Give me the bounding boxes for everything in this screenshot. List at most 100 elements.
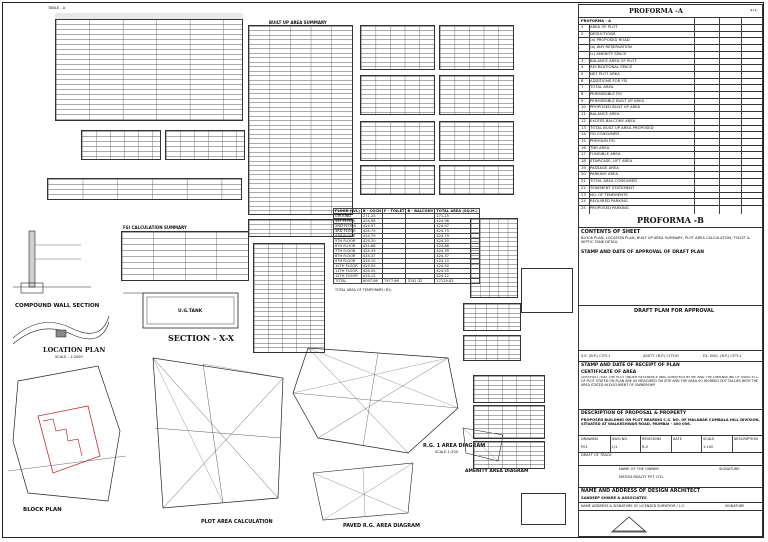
proforma-a-row-text: REQUIRED PARKING — [590, 198, 628, 204]
proforma-a-row: 12 EXCESS BALCONY AREA — [579, 117, 762, 123]
proforma-a-row: (c) AMENITY SPACE — [579, 50, 762, 56]
ug-tank-label: U.G.TANK — [178, 309, 203, 314]
drawing-col-line — [701, 436, 702, 452]
proforma-a-row-no: 14 — [581, 131, 586, 137]
section-title: SECTION - X-X — [168, 333, 234, 343]
certificate-title: CERTIFICATE OF AREA — [581, 370, 637, 375]
proforma-a-row: 14 FSI CONSUMED — [579, 131, 762, 136]
drawing-col-header: DRAWING — [581, 437, 599, 441]
divider-arch — [579, 487, 762, 488]
area-table-8 — [439, 165, 514, 195]
proforma-a-row-text: (c) AMENITY SPACE — [590, 50, 627, 56]
proforma-a-row-no: 2 — [581, 30, 584, 36]
coordinates-table — [253, 243, 325, 353]
stamp-approval-title: STAMP AND DATE OF APPROVAL OF DRAFT PLAN — [581, 250, 704, 255]
proforma-a-row: 3 BALANCE AREA OF PLOT — [579, 57, 762, 63]
block-plan-title: BLOCK PLAN — [23, 507, 62, 513]
fsi-calc-table — [121, 231, 249, 281]
proforma-a-row-no: 17 — [581, 151, 586, 157]
proforma-a-row-no: 12 — [581, 117, 586, 123]
surveyor-signature: SIGNATURE — [725, 504, 745, 508]
area-table-1 — [360, 25, 435, 70]
certificate-text: CERTIFIED THAT THE PLOT UNDER REFERENCE … — [581, 376, 759, 387]
owner-col-label: NAME OF THE OWNER — [619, 467, 659, 471]
proforma-a-row: (a) PROPOSED ROAD — [579, 37, 762, 42]
drawing-col-value: P01 — [581, 445, 588, 449]
proforma-a-row-no: 5 — [581, 70, 584, 76]
divider-b — [579, 227, 762, 228]
compound-wall-drawing — [13, 230, 91, 294]
proforma-a-row-no: 23 — [581, 191, 586, 197]
proforma-a-row: 18 STAIRCASE, LIFT AREA — [579, 158, 762, 163]
area-table-4 — [439, 75, 514, 115]
drawing-col-line — [640, 436, 641, 452]
builtup-summary-title: BUILT UP AREA SUMMARY — [269, 20, 327, 25]
area-statement-header — [55, 13, 243, 20]
proforma-a-row-text: PERMISSIBLE BUILT UP AREA — [590, 97, 645, 103]
owner-row: NAME OF THE OWNER SIGNATURE NITESH REALT… — [579, 465, 762, 486]
location-plan-drawing — [12, 315, 110, 345]
drawing-col-header: DESCRIPTION — [733, 437, 758, 441]
proforma-a-row-no: 8 — [581, 91, 584, 96]
proforma-a-row-no: 11 — [581, 111, 586, 117]
draft-plan-title: DRAFT PLAN FOR APPROVAL — [634, 308, 715, 314]
signature-row: S.E. (B.P.) CITY-1 ASSTT. (B.P.) CITY-II… — [579, 350, 762, 362]
area-table-6 — [439, 121, 514, 161]
contents-title: CONTENTS OF SHEET — [581, 229, 641, 235]
proforma-a-row-no: 25 — [581, 204, 586, 210]
surveyor-label: NAME ADDRESS & SIGNATURE OF LICENSED SUR… — [581, 504, 686, 508]
compound-wall-title: COMPOUND WALL SECTION — [15, 303, 100, 309]
proforma-a-row-no: 15 — [581, 137, 586, 143]
proforma-a-row-no: 16 — [581, 144, 586, 150]
architect-title: NAME AND ADDRESS OF DESIGN ARCHITECT — [581, 489, 701, 494]
proforma-a-row-text: BALANCE AREA OF PLOT — [590, 57, 637, 63]
proforma-a-row-text: FSI CONSUMED — [590, 131, 620, 137]
proforma-a-row-no: 20 — [581, 171, 586, 177]
stamp-box — [521, 493, 566, 525]
floor-cell: 3741.32 — [405, 278, 436, 284]
proforma-a-row: 7 TOTAL AREA — [579, 84, 762, 89]
proforma-a-row-no: 18 — [581, 158, 586, 163]
floor-col-header: FLOOR (LVL) — [333, 208, 362, 214]
draft-of-trace: DRAFT OF TRACE — [581, 453, 612, 457]
fsi-calc-title: FSI CALCULATION SUMMARY — [123, 225, 187, 230]
proforma-a-row-text: PERMISSIBLE FSI — [590, 91, 622, 96]
proforma-a-row-no: 21 — [581, 178, 586, 184]
area-table-3 — [360, 75, 435, 115]
architect-name: SANDEEP SHIKRE & ASSOCIATES — [581, 496, 647, 500]
proforma-a-row-text: STAIRCASE, LIFT AREA — [590, 158, 633, 163]
area-table-2 — [439, 25, 514, 70]
contents-text: BLOCK PLAN, LOCATION PLAN, BUILT UP AREA… — [581, 236, 750, 245]
area-calc-table-1 — [473, 375, 545, 403]
floor-cell: 7977.66 — [381, 278, 407, 284]
proforma-a-row-text: EXCESS BALCONY AREA — [590, 117, 636, 123]
drawing-col-header: DATE — [672, 437, 682, 441]
floor-cell: 12TH FLOOR — [333, 273, 362, 279]
floor-area-table: FLOOR (LVL) B - COCN F - TOILET B - BALC… — [333, 208, 480, 284]
plot-area-calc-title: PLOT AREA CALCULATION — [201, 519, 273, 525]
proforma-a-row-no: 7 — [581, 84, 584, 90]
proforma-a-row-text: TOTAL AREA — [590, 84, 614, 90]
drawing-col-line — [731, 436, 733, 452]
proforma-a-row-text: RECREATIONAL SPACE — [590, 64, 633, 70]
drawing-col-value: 1:100 — [703, 445, 714, 449]
proforma-a-title: PROFORMA -A — [629, 7, 683, 15]
receipt-title: STAMP AND DATE OF RECEIPT OF PLAN — [581, 363, 680, 368]
ug-tank-drawing — [123, 292, 239, 329]
proforma-a-row-no: 3 — [581, 57, 584, 63]
architect-logo-icon — [611, 516, 647, 533]
divider-bottom — [579, 510, 762, 511]
